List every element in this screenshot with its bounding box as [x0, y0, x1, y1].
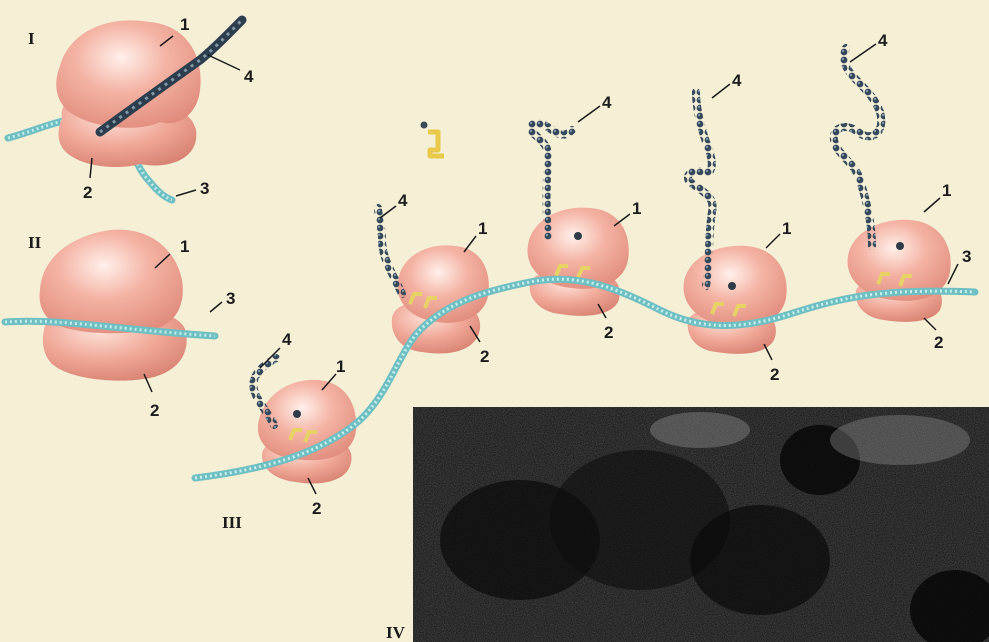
panel-label-iv: IV	[386, 623, 406, 642]
label-polypeptide: 4	[732, 71, 742, 90]
panel-label-ii: II	[28, 233, 42, 252]
polypeptide-chain	[834, 48, 881, 246]
label-small-subunit: 2	[480, 347, 489, 366]
free-trna	[421, 122, 445, 157]
label-large-subunit: 1	[180, 237, 189, 256]
label-large-subunit: 1	[942, 181, 951, 200]
label-large-subunit: 1	[336, 357, 345, 376]
label-small-subunit: 2	[604, 323, 613, 342]
panel-ii: II 1 3 2	[5, 230, 235, 420]
polypeptide-chain	[253, 358, 276, 425]
label-small-subunit: 2	[770, 365, 779, 384]
label-small-subunit: 2	[934, 333, 943, 352]
panel-iv-micrograph: IV	[386, 407, 989, 642]
label-mrna: 3	[200, 179, 209, 198]
polypeptide-chain	[688, 92, 713, 286]
ribosome	[684, 246, 787, 354]
label-large-subunit: 1	[632, 199, 641, 218]
ribosome	[528, 208, 629, 316]
ribosome	[848, 220, 951, 322]
label-large-subunit: 1	[782, 219, 791, 238]
label-polypeptide: 4	[602, 93, 612, 112]
panel-i: I 1 4 2 3	[8, 15, 254, 202]
panel-label-iii: III	[222, 513, 242, 532]
label-small-subunit: 2	[83, 183, 92, 202]
label-polypeptide: 4	[244, 67, 254, 86]
polypeptide-chain	[378, 208, 402, 294]
label-small-subunit: 2	[312, 499, 321, 518]
label-mrna: 3	[226, 289, 235, 308]
label-large-subunit: 1	[180, 15, 189, 34]
large-subunit	[40, 230, 183, 334]
label-polypeptide: 4	[282, 330, 292, 349]
label-mrna: 3	[962, 247, 971, 266]
label-polypeptide: 4	[398, 191, 408, 210]
label-large-subunit: 1	[478, 219, 487, 238]
label-small-subunit: 2	[150, 401, 159, 420]
panel-label-i: I	[28, 29, 35, 48]
label-polypeptide: 4	[878, 31, 888, 50]
